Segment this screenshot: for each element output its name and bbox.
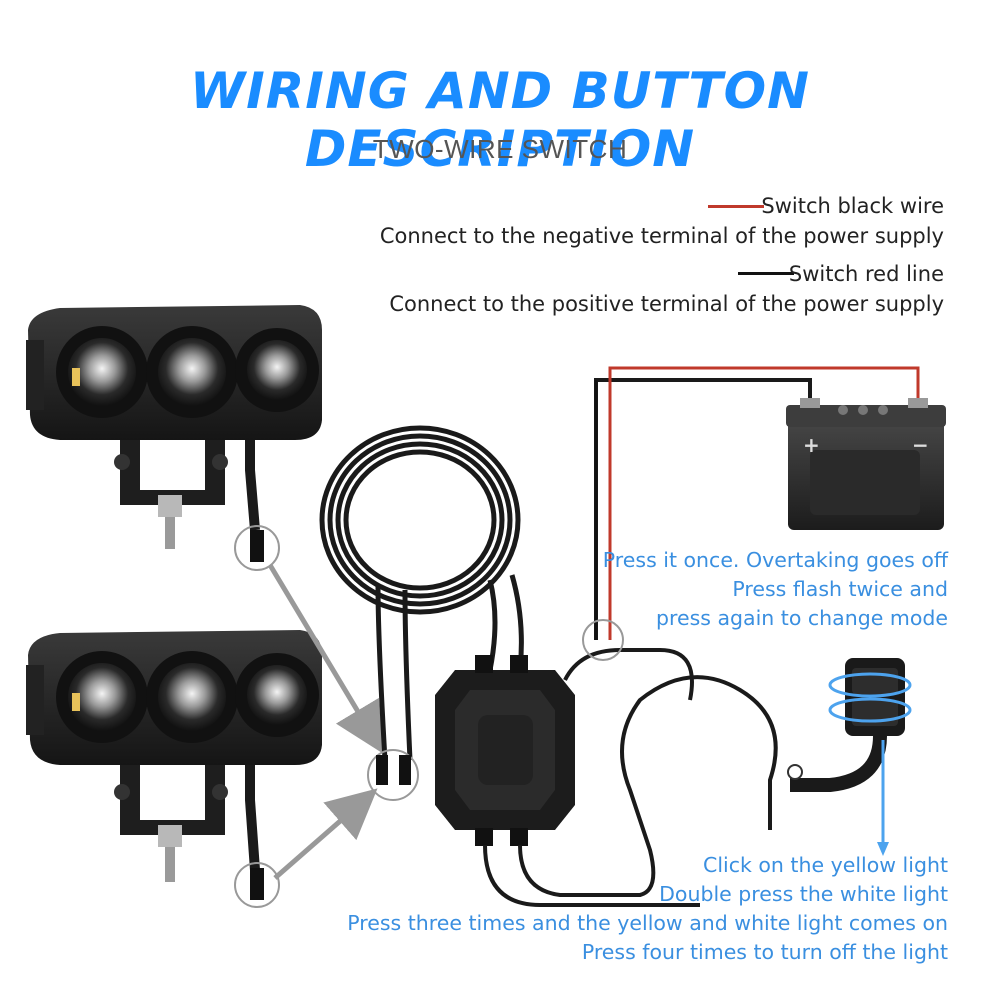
connector-arrow-bottom — [273, 788, 378, 880]
flash-note-line: Press it once. Overtaking goes off — [602, 548, 948, 572]
black-wire-desc: Connect to the negative terminal of the … — [379, 224, 944, 248]
red-line-label: Switch red line — [788, 262, 944, 286]
handlebar-switch — [787, 658, 912, 856]
connector-arrow-top — [267, 563, 384, 754]
wire-junction-highlight — [582, 619, 624, 661]
battery-minus: − — [912, 433, 929, 457]
black-wire-legend-line — [708, 205, 764, 208]
red-line-legend-line — [738, 272, 794, 275]
fog-light-bottom — [26, 630, 322, 908]
light-instructions: Click on the yellow light Double press t… — [347, 851, 948, 967]
light-note-line: Click on the yellow light — [703, 853, 948, 877]
fog-light-top — [26, 305, 322, 571]
light-note-line: Double press the white light — [659, 882, 948, 906]
page-subtitle: TWO-WIRE SWITCH — [372, 134, 628, 164]
red-line-desc: Connect to the positive terminal of the … — [389, 292, 944, 316]
black-wire-label: Switch black wire — [761, 194, 944, 218]
flash-note-line: Press flash twice and — [732, 577, 948, 601]
harness-coil — [319, 425, 524, 761]
flash-instructions: Press it once. Overtaking goes off Press… — [603, 546, 948, 633]
connector-highlight — [367, 749, 419, 801]
light-note-line: Press four times to turn off the light — [581, 940, 948, 964]
battery — [786, 398, 946, 530]
page-title: WIRING AND BUTTON DESCRIPTION — [189, 62, 811, 178]
controller-box — [435, 655, 575, 846]
battery-plus: + — [803, 433, 820, 457]
light-note-line: Press three times and the yellow and whi… — [347, 911, 948, 935]
flash-note-line: press again to change mode — [655, 606, 948, 630]
